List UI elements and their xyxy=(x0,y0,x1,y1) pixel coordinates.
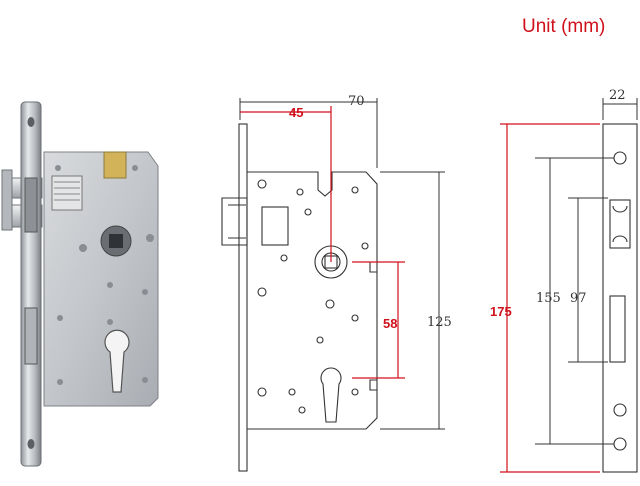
side-faceplate xyxy=(602,123,638,473)
dim-backset: 45 xyxy=(289,105,303,120)
side-latch-window xyxy=(609,199,631,249)
dim-screw-spacing: 155 xyxy=(536,291,561,306)
lock-faceplate xyxy=(20,101,42,467)
dim-faceplate-length: 175 xyxy=(490,304,512,319)
side-deadbolt-slot xyxy=(609,295,626,363)
front-view-dimensions: 70 45 58 125 xyxy=(239,94,452,430)
front-faceplate xyxy=(238,123,248,472)
side-screw-hole-bottom xyxy=(613,437,627,451)
dim-case-height: 125 xyxy=(427,315,452,330)
lock-product-illustration xyxy=(1,101,159,467)
faceplate-screw-hole-top xyxy=(27,117,35,127)
dim-center-distance: 58 xyxy=(383,316,397,331)
faceplate-screw-hole-bottom xyxy=(27,439,35,449)
lock-cylinder-hole xyxy=(104,329,130,393)
front-view-drawing xyxy=(221,123,378,472)
dim-overall-width: 70 xyxy=(348,94,365,109)
front-cylinder-hole xyxy=(320,367,342,423)
dim-window-height: 97 xyxy=(570,291,587,306)
front-case-outline xyxy=(247,171,378,430)
faceplate-dimensions: 22 175 155 97 xyxy=(490,88,638,473)
front-latch-bolt xyxy=(221,197,248,246)
unit-label: Unit (mm) xyxy=(522,16,606,37)
faceplate-side-drawing xyxy=(602,123,638,473)
dim-faceplate-width: 22 xyxy=(609,88,626,103)
side-screw-hole-top xyxy=(613,151,627,165)
faceplate-latch-slot xyxy=(24,177,38,233)
faceplate-deadbolt-slot xyxy=(24,307,38,365)
